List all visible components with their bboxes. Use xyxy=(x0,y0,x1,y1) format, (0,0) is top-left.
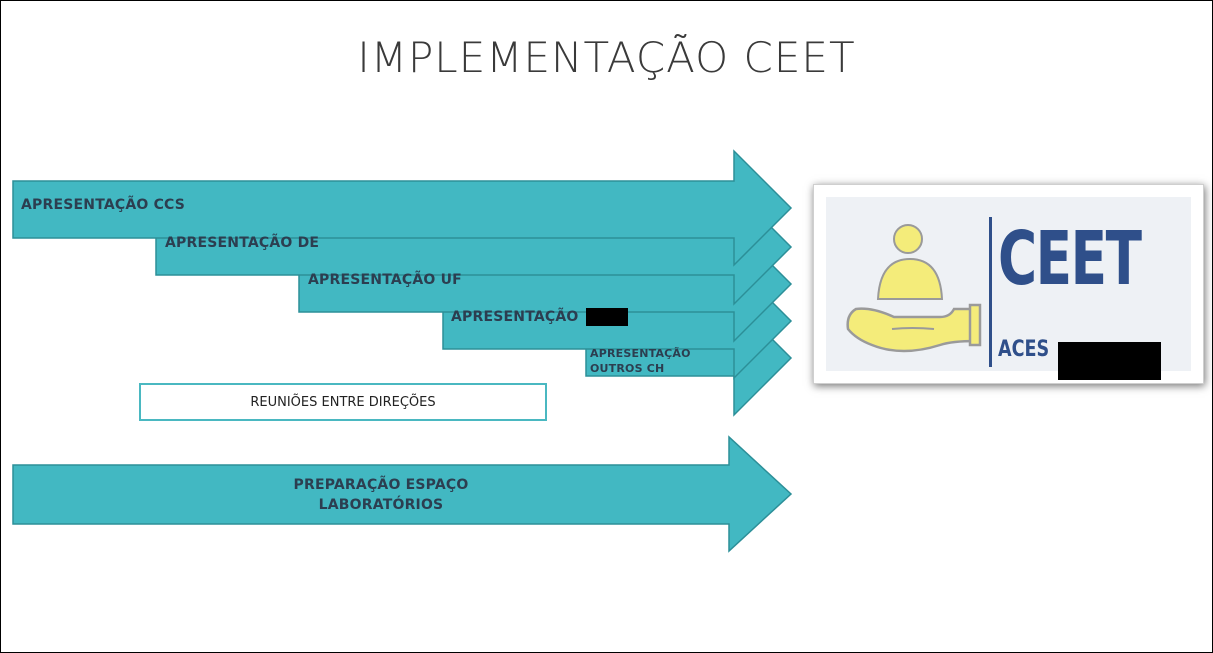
prep-label-line1: PREPARAÇÃO ESPAÇO xyxy=(293,477,469,493)
logo-divider xyxy=(989,217,992,367)
logo-redaction-block xyxy=(1058,342,1161,380)
arrow-label-text: APRESENTAÇÃO xyxy=(451,309,579,325)
meetings-box: REUNIÕES ENTRE DIREÇÕES xyxy=(139,383,547,421)
ceet-logo: CEET ACES xyxy=(826,197,1191,380)
slide-title: IMPLEMENTAÇÃO CEET xyxy=(357,33,856,82)
prep-arrow-label: PREPARAÇÃO ESPAÇO LABORATÓRIOS xyxy=(216,475,546,515)
arrow-label-uf: APRESENTAÇÃO UF xyxy=(308,272,462,288)
logo-subtext: ACES xyxy=(998,337,1050,362)
arrow-label-redacted: APRESENTAÇÃO xyxy=(451,308,628,326)
arrow-label-line1: APRESENTAÇÃO xyxy=(590,347,691,360)
arrow-preparacao xyxy=(12,435,793,553)
hand-holding-person-icon xyxy=(846,224,982,353)
ceet-logo-card: CEET ACES xyxy=(813,184,1204,384)
redaction-block xyxy=(585,308,628,326)
arrow-label-de: APRESENTAÇÃO DE xyxy=(165,235,320,251)
logo-wordmark: CEET xyxy=(998,216,1142,302)
arrow-apresentacao-ccs xyxy=(12,149,793,267)
arrow-label-line2: OUTROS CH xyxy=(590,362,665,375)
arrow-label-outros-ch: APRESENTAÇÃO OUTROS CH xyxy=(590,346,691,376)
arrow-label-ccs: APRESENTAÇÃO CCS xyxy=(21,197,186,213)
prep-label-line2: LABORATÓRIOS xyxy=(318,497,444,513)
